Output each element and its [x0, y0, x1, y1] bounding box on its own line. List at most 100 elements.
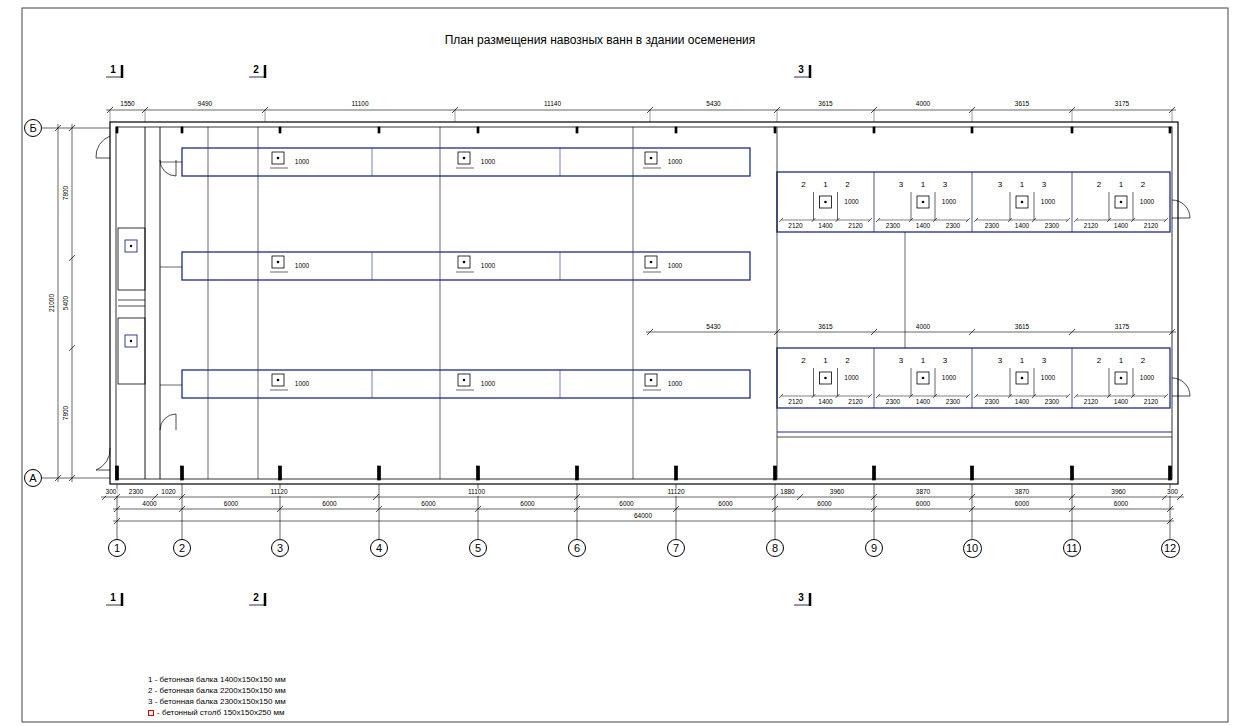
dimension-value: 300: [105, 489, 118, 496]
dimension-tick: [373, 494, 379, 500]
pile-square: [1016, 196, 1028, 208]
column-mark: [675, 127, 677, 133]
beam-number: 2: [1140, 357, 1146, 365]
legend-entry: - бетонный столб 150x150x250 мм: [148, 707, 286, 718]
legend-entry: 2 - бетонная балка 2200x150x150 мм: [148, 685, 286, 696]
dimension-tick: [933, 394, 937, 398]
grid-axis-line: [874, 484, 875, 539]
dimension-value: 3870: [1014, 489, 1030, 496]
manure-bath: [777, 348, 1170, 408]
dimension-value: 11100: [350, 101, 369, 108]
grid-axis-line: [1072, 484, 1073, 539]
dimension-value: 1400: [1014, 223, 1030, 230]
grid-axis-line: [182, 484, 183, 539]
beam-number: 3: [997, 357, 1003, 365]
pile-size: 1000: [843, 199, 859, 206]
dimension-value: 7800: [63, 405, 70, 421]
column-mark: [477, 127, 479, 133]
dimension-tick: [1131, 218, 1135, 222]
column-mark: [971, 127, 973, 133]
dimension-tick: [774, 329, 780, 335]
dimension-value: 1400: [1113, 399, 1129, 406]
beam-number: 2: [1140, 181, 1146, 189]
legend-text: - бетонный столб 150x150x250 мм: [157, 708, 284, 717]
bath-division: [972, 348, 973, 408]
column-mark: [873, 127, 875, 133]
dimension-tick: [1107, 394, 1111, 398]
pile-size: 1000: [1040, 375, 1056, 382]
beam-number: 3: [898, 181, 904, 189]
dimension-tick: [812, 218, 816, 222]
section-mark: 2: [252, 593, 260, 603]
dimension-line: [113, 521, 1174, 522]
legend-entry: 1 - бетонная балка 1400x150x150 мм: [148, 674, 286, 685]
dimension-value: 5430: [705, 324, 721, 331]
dimension-value: 2300: [1044, 399, 1060, 406]
dimension-line: [976, 396, 1068, 397]
pile-square: [272, 152, 284, 164]
dimension-tick: [1074, 218, 1078, 222]
dimension-value: 1400: [915, 223, 931, 230]
pile-size: 1000: [1139, 375, 1155, 382]
pile-square: [645, 152, 657, 164]
dimension-value: 6000: [618, 501, 634, 508]
pile-dot: [1021, 377, 1024, 380]
dimension-value: 2300: [885, 223, 901, 230]
dimension-tick: [797, 494, 803, 500]
pile-dot: [463, 261, 466, 264]
section-mark: 1: [109, 65, 117, 75]
beam-line: [813, 368, 814, 396]
beam-number: 3: [1041, 181, 1047, 189]
dimension-tick: [1032, 218, 1036, 222]
section-line: [794, 77, 810, 78]
axis-label: 8: [772, 543, 778, 554]
extension-line: [972, 110, 973, 122]
section-mark: 3: [797, 593, 805, 603]
axis-label: 2: [179, 543, 185, 554]
extension-line: [874, 110, 875, 122]
dimension-value: 2120: [847, 223, 863, 230]
beam-line: [1010, 368, 1011, 396]
pile-square: [272, 374, 284, 386]
pile-dot: [650, 157, 653, 160]
beam-number: 2: [800, 357, 806, 365]
dimension-tick: [779, 394, 783, 398]
extension-line: [265, 110, 266, 122]
dimension-value: 2300: [984, 399, 1000, 406]
pile-dot: [1021, 201, 1024, 204]
dimension-value: 2120: [787, 223, 803, 230]
column-mark: [181, 127, 183, 133]
pile-square: [1016, 372, 1028, 384]
pile-leader: [270, 272, 288, 273]
beam-line: [1133, 368, 1134, 396]
dimension-tick: [974, 218, 978, 222]
pile-dot: [277, 157, 280, 160]
axis-label: 11: [1066, 543, 1077, 554]
pile-square: [820, 196, 832, 208]
manure-bath: [777, 172, 1170, 232]
dimension-tick: [933, 218, 937, 222]
pile-dot: [463, 379, 466, 382]
grid-axis-bubble: 4: [370, 539, 388, 557]
manure-bath: [182, 370, 750, 398]
axis-label: 6: [574, 543, 580, 554]
bath-edge: [777, 437, 1172, 438]
dimension-value: 1880: [779, 489, 795, 496]
beam-line: [1010, 192, 1011, 220]
service-room: [118, 228, 145, 290]
pile-dot: [922, 377, 925, 380]
dimension-value: 2300: [945, 399, 961, 406]
plan-line: [160, 385, 182, 386]
legend-text: 1 - бетонная балка 1400x150x150 мм: [148, 675, 286, 684]
pile-square: [645, 256, 657, 268]
column-mark: [181, 466, 184, 480]
dimension-value: 3615: [817, 324, 833, 331]
dimension-tick: [966, 394, 970, 398]
dimension-line: [646, 332, 1176, 333]
dimension-tick: [812, 394, 816, 398]
grid-axis-line: [379, 484, 380, 539]
column-mark: [971, 466, 974, 480]
section-line: [249, 605, 265, 606]
drawing-title: План размещения навозных ванн в здании о…: [445, 34, 756, 46]
dimension-value: 6000: [1113, 501, 1129, 508]
